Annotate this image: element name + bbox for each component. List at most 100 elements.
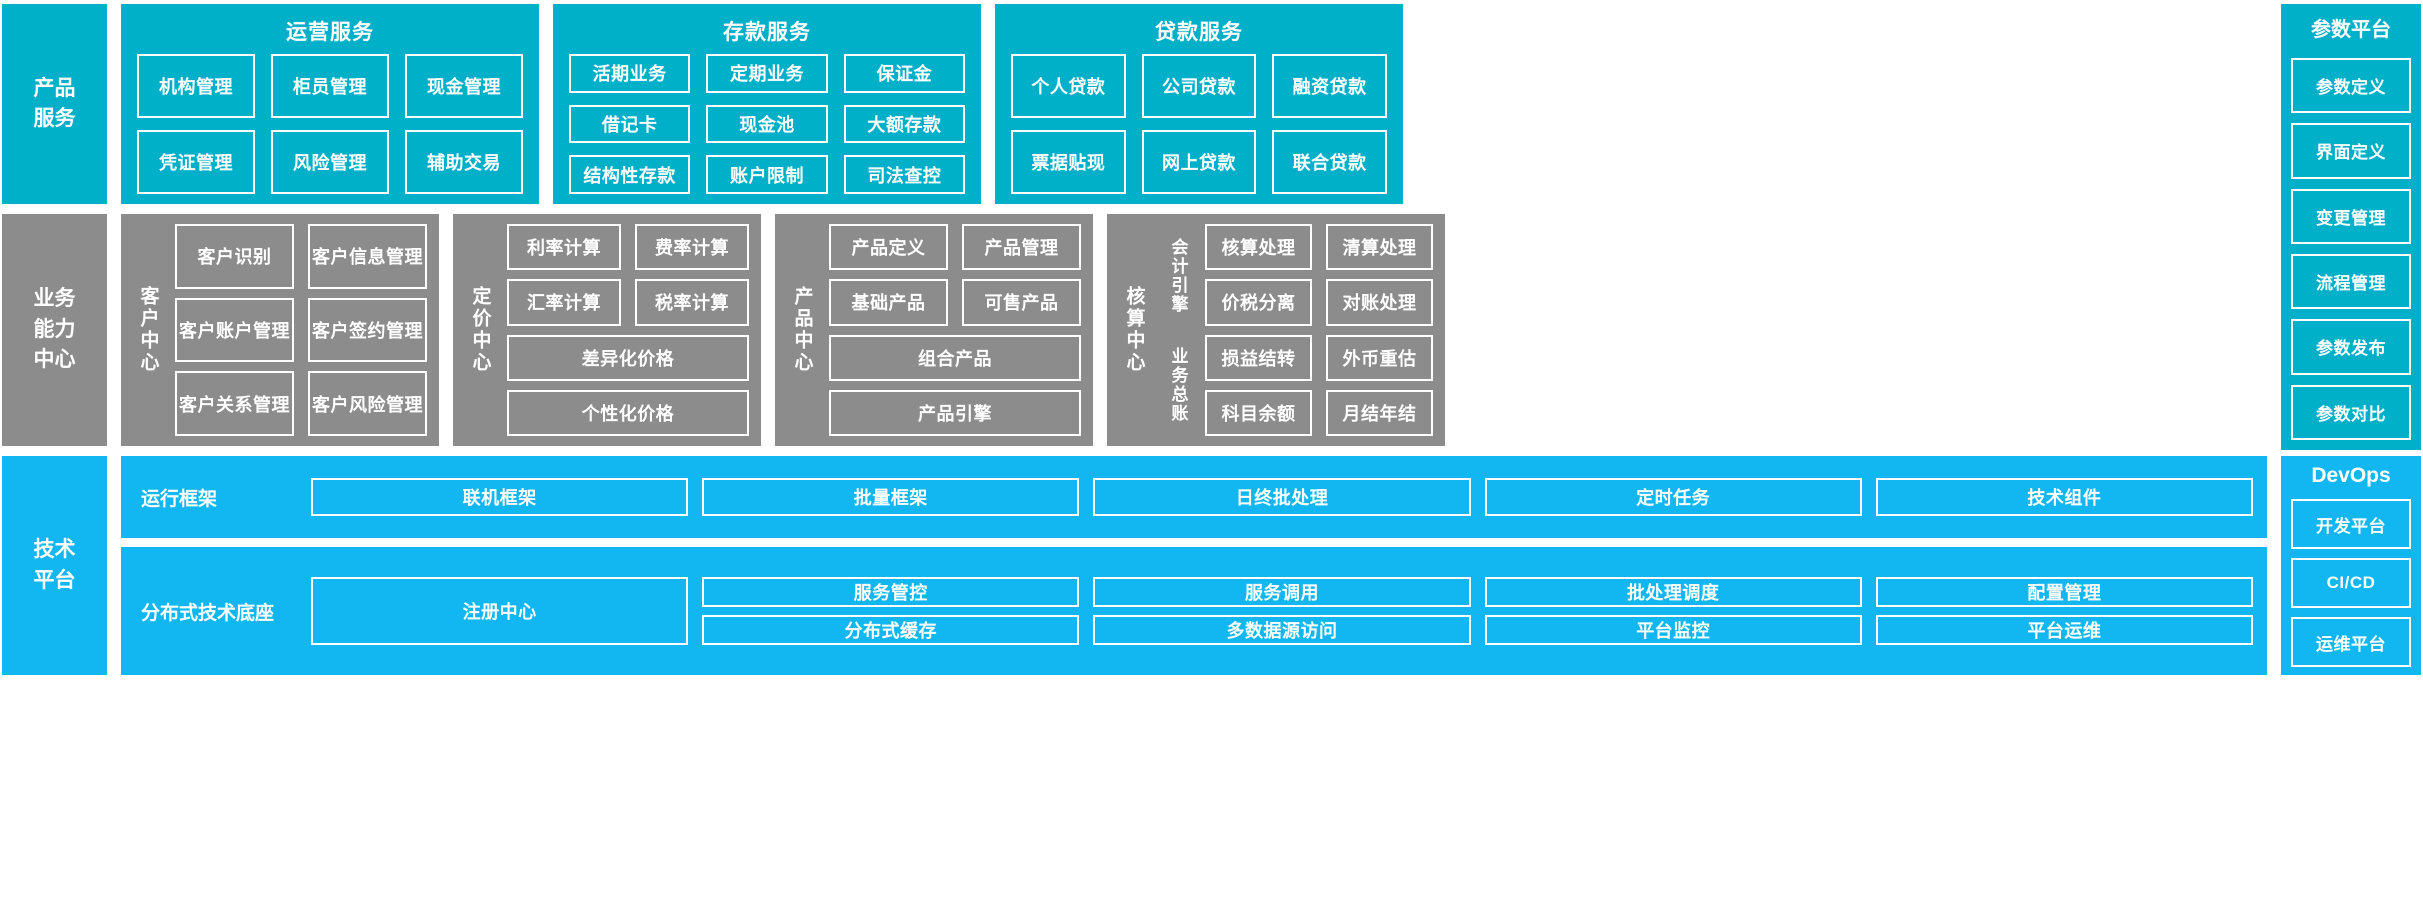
service-tile[interactable]: 大额存款 <box>843 104 965 144</box>
center-items-pricing: 利率计算 费率计算 汇率计算 税率计算 差异化价格 个性化价格 <box>507 224 749 436</box>
capability-tile[interactable]: 客户签约管理 <box>308 297 427 363</box>
service-tile[interactable]: 借记卡 <box>569 104 691 144</box>
tech-tile[interactable]: 平台监控 <box>1484 615 1862 645</box>
service-tile[interactable]: 账户限制 <box>706 155 828 194</box>
tech-band-runtime-framework: 运行框架 联机框架 批量框架 日终批处理 定时任务 技术组件 <box>121 456 2267 538</box>
capability-tile[interactable]: 月结年结 <box>1326 389 1433 436</box>
row-label-tech-platform: 技术平台 <box>2 456 107 675</box>
tech-band-label-distributed-base: 分布式技术底座 <box>141 602 275 624</box>
tech-tile[interactable]: 批量框架 <box>702 478 1080 516</box>
service-tile[interactable]: 活期业务 <box>569 54 691 93</box>
tech-band-label-runtime-framework: 运行框架 <box>141 488 218 510</box>
service-tile[interactable]: 柜员管理 <box>271 54 389 118</box>
tech-band-items-distributed-base: 注册中心 服务管控 服务调用 批处理调度 配置管理 分布式缓存 多数据源访问 平… <box>311 577 2253 645</box>
row-label-product-service: 产品服务 <box>2 4 107 204</box>
capability-tile[interactable]: 客户账户管理 <box>175 297 294 363</box>
tech-bands: 运行框架 联机框架 批量框架 日终批处理 定时任务 技术组件 分布式技术底座 注… <box>121 456 2267 675</box>
center-items-product: 产品定义 产品管理 基础产品 可售产品 组合产品 产品引擎 <box>829 224 1081 436</box>
capability-tile[interactable]: 客户识别 <box>175 224 294 289</box>
service-tile[interactable]: 联合贷款 <box>1272 130 1387 194</box>
service-tile[interactable]: 司法查控 <box>843 155 965 194</box>
center-label-accounting: 核算中心 <box>1123 286 1145 374</box>
service-tile[interactable]: 公司贷款 <box>1141 54 1257 118</box>
capability-tile[interactable]: 损益结转 <box>1205 334 1312 381</box>
center-label-pricing: 定价中心 <box>469 286 491 374</box>
tech-tile[interactable]: 联机框架 <box>311 478 689 516</box>
tech-tile[interactable]: 分布式缓存 <box>702 615 1080 645</box>
center-sublabel-general-ledger: 业务总账 <box>1168 346 1188 423</box>
group-items-deposit-service: 活期业务 定期业务 保证金 借记卡 现金池 大额存款 结构性存款 账户限制 司法… <box>569 54 965 194</box>
center-label-customer: 客户中心 <box>137 286 159 374</box>
center-items-customer: 客户识别 客户信息管理 客户账户管理 客户签约管理 客户关系管理 客户风险管理 <box>175 224 427 436</box>
center-pricing: 定价中心 利率计算 费率计算 汇率计算 税率计算 差异化价格 个性化价格 <box>453 214 761 446</box>
param-tile[interactable]: 流程管理 <box>2291 253 2411 310</box>
group-title-loan-service: 贷款服务 <box>1155 21 1243 44</box>
devops-tile[interactable]: 开发平台 <box>2291 499 2411 549</box>
row-tech-platform: 技术平台 运行框架 联机框架 批量框架 日终批处理 定时任务 技术组件 分布式技… <box>0 456 2423 675</box>
capability-tile[interactable]: 清算处理 <box>1326 224 1433 271</box>
capability-tile[interactable]: 客户风险管理 <box>308 371 427 436</box>
tech-tile[interactable]: 多数据源访问 <box>1093 615 1471 645</box>
tech-tile[interactable]: 日终批处理 <box>1093 478 1471 516</box>
service-tile[interactable]: 票据贴现 <box>1011 130 1126 194</box>
devops-tile[interactable]: 运维平台 <box>2291 617 2411 667</box>
tech-tile[interactable]: 技术组件 <box>1875 478 2253 516</box>
tech-tile[interactable]: 平台运维 <box>1875 615 2253 645</box>
param-platform-title: 参数平台 <box>2311 19 2391 41</box>
center-sublabel-accounting-engine: 会计引擎 <box>1168 237 1188 314</box>
capability-tile[interactable]: 费率计算 <box>635 224 749 271</box>
service-tile[interactable]: 现金池 <box>706 104 828 144</box>
param-tile[interactable]: 参数发布 <box>2291 319 2411 375</box>
group-loan-service: 贷款服务 个人贷款 公司贷款 融资贷款 票据贴现 网上贷款 联合贷款 <box>995 4 1403 204</box>
row-label-business-capability-text: 业务能力中心 <box>33 287 76 372</box>
center-sublabels-accounting: 会计引擎 业务总账 <box>1161 224 1195 436</box>
capability-tile[interactable]: 外币重估 <box>1326 334 1433 381</box>
capability-tile[interactable]: 差异化价格 <box>507 334 749 381</box>
capability-tile[interactable]: 税率计算 <box>635 279 749 326</box>
param-tile[interactable]: 变更管理 <box>2291 188 2411 244</box>
service-tile[interactable]: 凭证管理 <box>137 130 255 194</box>
service-tile[interactable]: 保证金 <box>843 54 965 93</box>
row-label-tech-platform-text: 技术平台 <box>33 538 76 592</box>
capability-tile[interactable]: 客户信息管理 <box>308 224 427 289</box>
service-tile[interactable]: 现金管理 <box>405 54 523 118</box>
capability-tile[interactable]: 产品管理 <box>962 224 1081 271</box>
service-tile[interactable]: 网上贷款 <box>1141 130 1257 194</box>
row-label-product-service-text: 产品服务 <box>33 76 76 130</box>
capability-tile[interactable]: 汇率计算 <box>507 279 621 326</box>
capability-tile[interactable]: 组合产品 <box>829 334 1081 381</box>
center-customer: 客户中心 客户识别 客户信息管理 客户账户管理 客户签约管理 客户关系管理 客户… <box>121 214 439 446</box>
tech-tile[interactable]: 定时任务 <box>1484 478 1862 516</box>
capability-tile[interactable]: 价税分离 <box>1205 279 1312 326</box>
devops-column: DevOps 开发平台 CI/CD 运维平台 <box>2281 456 2421 675</box>
capability-tile[interactable]: 产品引擎 <box>829 389 1081 436</box>
center-label-product: 产品中心 <box>791 286 813 374</box>
group-items-loan-service: 个人贷款 公司贷款 融资贷款 票据贴现 网上贷款 联合贷款 <box>1011 54 1387 194</box>
service-tile[interactable]: 个人贷款 <box>1011 54 1126 118</box>
capability-tile[interactable]: 核算处理 <box>1205 224 1312 271</box>
capability-tile[interactable]: 客户关系管理 <box>175 371 294 436</box>
param-tile[interactable]: 界面定义 <box>2291 123 2411 179</box>
service-tile[interactable]: 辅助交易 <box>405 130 523 194</box>
capability-tile[interactable]: 可售产品 <box>962 279 1081 326</box>
devops-tile[interactable]: CI/CD <box>2291 558 2411 608</box>
tech-tile[interactable]: 批处理调度 <box>1484 577 1862 607</box>
tech-tile[interactable]: 注册中心 <box>311 577 689 645</box>
capability-tile[interactable]: 产品定义 <box>829 224 948 271</box>
capability-tile[interactable]: 科目余额 <box>1205 389 1312 436</box>
capability-tile[interactable]: 利率计算 <box>507 224 621 271</box>
param-tile[interactable]: 参数对比 <box>2291 384 2411 440</box>
service-tile[interactable]: 机构管理 <box>137 54 255 118</box>
service-tile[interactable]: 定期业务 <box>706 54 828 93</box>
capability-tile[interactable]: 基础产品 <box>829 279 948 326</box>
capability-tile[interactable]: 对账处理 <box>1326 279 1433 326</box>
tech-tile[interactable]: 服务调用 <box>1093 577 1471 607</box>
capability-tile[interactable]: 个性化价格 <box>507 389 749 436</box>
service-tile[interactable]: 风险管理 <box>271 130 389 194</box>
tech-tile[interactable]: 配置管理 <box>1875 577 2253 607</box>
service-tile[interactable]: 融资贷款 <box>1272 54 1387 118</box>
tech-tile[interactable]: 服务管控 <box>702 577 1080 607</box>
center-accounting: 核算中心 会计引擎 业务总账 核算处理 清算处理 价税分离 对账处理 损益结转 … <box>1107 214 1445 446</box>
service-tile[interactable]: 结构性存款 <box>569 155 691 194</box>
param-tile[interactable]: 参数定义 <box>2291 58 2411 114</box>
